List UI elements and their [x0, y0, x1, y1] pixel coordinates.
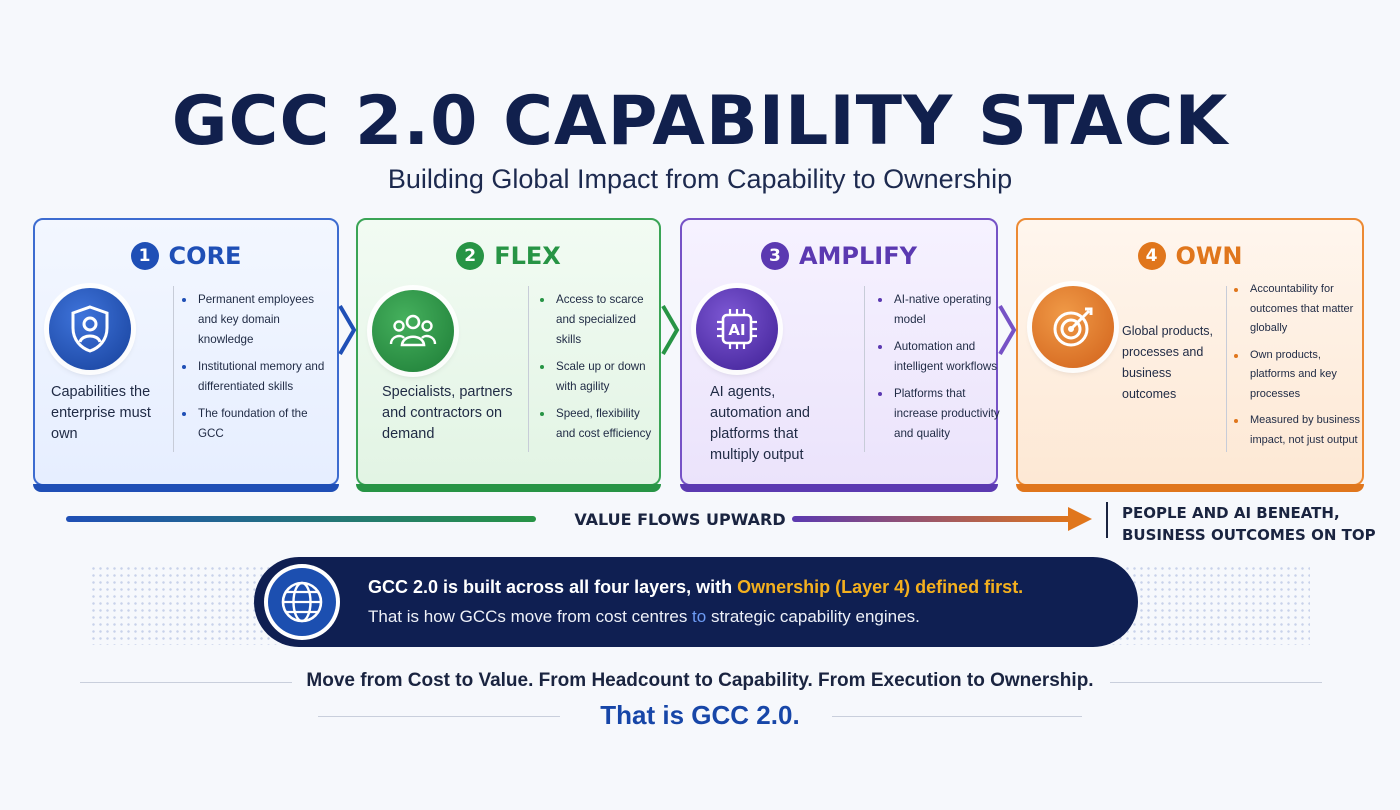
arrow-right-icon — [1068, 507, 1092, 531]
layer-name: OWN — [1175, 242, 1243, 270]
layer-header: 2 FLEX — [358, 242, 659, 270]
divider — [173, 286, 174, 452]
chevron-right-icon — [338, 304, 357, 356]
side-label-line-1: PEOPLE AND AI BENEATH, — [1122, 504, 1340, 522]
layer-description: Capabilities the enterprise must own — [51, 384, 151, 442]
banner-line-1: GCC 2.0 is built across all four layers,… — [368, 577, 1024, 597]
bullet-item: The foundation of the GCC — [180, 404, 330, 444]
layer-bullets: Access to scarce and specialized skills … — [538, 290, 660, 451]
layer-bullets: Accountability for outcomes that matter … — [1232, 280, 1364, 457]
layer-description: Specialists, partners and contractors on… — [382, 384, 513, 442]
bullet-item: Platforms that increase productivity and… — [876, 384, 1000, 444]
bullet-item: Scale up or down with agility — [538, 357, 660, 397]
closing-statement: Move from Cost to Value. From Headcount … — [306, 670, 1094, 691]
ai-chip-icon: AI — [696, 288, 778, 370]
chevron-right-icon — [998, 304, 1017, 356]
dot-pattern-right — [1110, 565, 1310, 645]
side-label: PEOPLE AND AI BENEATH, BUSINESS OUTCOMES… — [1122, 502, 1376, 546]
page-title: GCC 2.0 CAPABILITY STACK — [171, 82, 1229, 161]
layer-description: Global products, processes and business … — [1122, 324, 1214, 401]
layer-number-badge: 3 — [760, 242, 789, 270]
shield-person-icon — [49, 288, 131, 370]
divider — [80, 682, 292, 683]
banner-line-2: That is how GCCs move from cost centres … — [368, 607, 920, 626]
people-group-icon — [372, 290, 454, 372]
layer-card-core: 1 CORE Capabilities the enterprise must … — [33, 218, 339, 492]
target-arrow-icon — [1032, 286, 1114, 368]
layer-name: FLEX — [494, 242, 561, 270]
bullet-item: Speed, flexibility and cost efficiency — [538, 404, 660, 444]
layer-header: 4 OWN — [1018, 242, 1362, 270]
side-label-line-2: BUSINESS OUTCOMES ON TOP — [1122, 526, 1376, 544]
summary-banner: GCC 2.0 is built across all four layers,… — [254, 557, 1138, 647]
divider — [528, 286, 529, 452]
bullet-item: Institutional memory and differentiated … — [180, 357, 330, 397]
layer-bullets: Permanent employees and key domain knowl… — [180, 290, 330, 451]
side-divider — [1106, 502, 1108, 538]
divider — [864, 286, 865, 452]
layer-number-badge: 4 — [1137, 242, 1166, 270]
bullet-item: Automation and intelligent workflows — [876, 337, 1000, 377]
layer-card-own: 4 OWN Global products, processes and bus… — [1016, 218, 1364, 492]
layer-name: AMPLIFY — [798, 242, 918, 270]
layer-name: CORE — [168, 242, 242, 270]
page-subtitle: Building Global Impact from Capability t… — [387, 164, 1013, 194]
layer-description: AI agents, automation and platforms that… — [710, 384, 810, 463]
bullet-item: Permanent employees and key domain knowl… — [180, 290, 330, 350]
flow-label: VALUE FLOWS UPWARD — [574, 510, 786, 529]
dot-pattern-left — [90, 565, 280, 645]
layer-bullets: AI-native operating model Automation and… — [876, 290, 1000, 451]
divider — [1110, 682, 1322, 683]
bullet-item: Access to scarce and specialized skills — [538, 290, 660, 350]
layer-number-badge: 2 — [456, 242, 485, 270]
divider — [832, 716, 1082, 717]
layer-header: 1 CORE — [35, 242, 337, 270]
chevron-right-icon — [661, 304, 680, 356]
svg-text:AI: AI — [728, 321, 745, 339]
divider — [318, 716, 560, 717]
bullet-item: Measured by business impact, not just ou… — [1232, 411, 1364, 450]
globe-icon — [268, 568, 336, 636]
bullet-item: Own products, platforms and key processe… — [1232, 346, 1364, 405]
bullet-item: AI-native operating model — [876, 290, 1000, 330]
layer-header: 3 AMPLIFY — [682, 242, 996, 270]
divider — [1226, 286, 1227, 452]
closing-tagline: That is GCC 2.0. — [600, 700, 800, 730]
layer-card-amplify: 3 AMPLIFY AI AI agents, automation and p… — [680, 218, 1000, 492]
layer-card-flex: 2 FLEX Specialists, partners and contrac… — [356, 218, 661, 492]
bullet-item: Accountability for outcomes that matter … — [1232, 280, 1364, 339]
banner-highlight: Ownership (Layer 4) defined first. — [737, 577, 1024, 597]
flow-line-right — [792, 516, 1074, 522]
flow-line-left — [66, 516, 536, 522]
layer-number-badge: 1 — [130, 242, 159, 270]
